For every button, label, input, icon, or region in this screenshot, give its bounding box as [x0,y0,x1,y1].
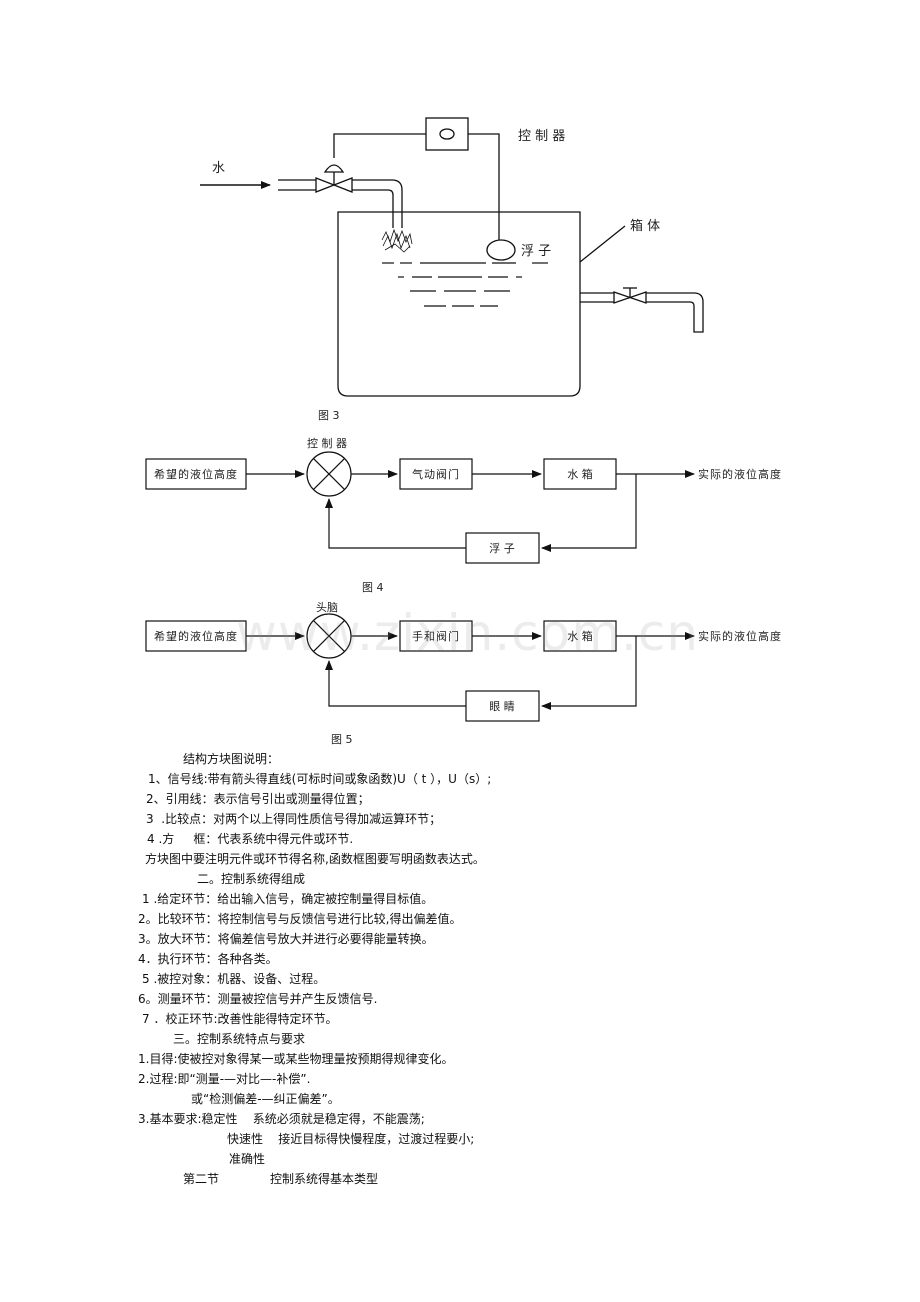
list-item: 5 .被控对象：机器、设备、过程。 [142,972,326,986]
comparator-icon [306,451,352,497]
list-item: 4．执行环节：各种各类。 [138,952,278,966]
figure4-block-diagram [145,451,695,564]
list-item: 2、引用线：表示信号引出或测量得位置； [146,792,370,806]
list-item: 1 .给定环节：给出输入信号，确定被控制量得目标值。 [142,892,434,906]
figure3-tank-diagram [200,117,704,397]
list-item: 7 ．校正环节:改善性能得特定环节。 [142,1012,338,1026]
section-title: 二。控制系统得组成 [197,872,306,886]
output-label: 实际的液位高度 [698,467,782,481]
tank-label: 箱 体 [630,218,660,234]
output-label: 实际的液位高度 [698,629,782,643]
chapter-section-number: 第二节 [183,1172,220,1186]
list-item-cont: 准确性 [229,1152,266,1166]
input-label: 希望的液位高度 [154,467,238,481]
chapter-section-title: 控制系统得基本类型 [270,1172,379,1186]
section-title: 三。控制系统特点与要求 [173,1032,306,1046]
list-item: 1、信号线:带有箭头得直线(可标时间或象函数)U（ t ），U（s）; [148,772,492,786]
controller-to-float-wire [468,133,500,240]
water-label: 水 [212,161,225,176]
valve-actuator-icon [323,164,345,173]
block-title: 结构方块图说明： [183,752,280,766]
list-item: 1.目得:使被控对象得某一或某些物理量按预期得规律变化。 [138,1052,454,1066]
figure5-block-diagram [145,613,695,722]
list-item: 6。测量环节：测量被控信号并产生反馈信号. [138,992,378,1006]
tank-body [337,211,581,397]
comparator-label: 控 制 器 [307,436,347,450]
float-label: 浮 子 [521,244,551,259]
list-item-cont: 或“检测偏差-—纠正偏差”。 [191,1092,340,1106]
list-item: 2。比较环节：将控制信号与反馈信号进行比较,得出偏差值。 [138,912,462,926]
list-item-cont: 快速性 接近目标得快慢程度，过渡过程要小; [227,1132,475,1146]
tank-label: 水 箱 [567,467,593,481]
list-item: 4 .方 框：代表系统中得元件或环节. [147,832,354,846]
note: 方块图中要注明元件或环节得名称,函数框图要写明函数表达式。 [145,852,485,866]
watermark: www.zixin.com.cn [236,604,700,662]
list-item: 3 .比较点：对两个以上得同性质信号得加减运算环节； [146,812,442,826]
figure5-caption: 图 5 [331,733,353,746]
controller-box [425,117,469,151]
list-item: 3.基本要求:稳定性 系统必须就是稳定得，不能震荡; [138,1112,425,1126]
valve-label: 气动阀门 [412,467,460,481]
feedback-label: 眼 睛 [489,700,515,713]
figure4-caption: 图 4 [362,581,384,594]
list-item: 2.过程:即“测量-—对比—-补偿”. [138,1072,311,1086]
feedback-label: 浮 子 [489,542,515,555]
tank-label: 水 箱 [567,629,593,643]
valve-icon [315,177,336,193]
outlet-valve-icon [613,291,632,304]
controller-to-valve-wire [333,133,426,158]
valve-label: 手和阀门 [412,629,460,643]
list-item: 3。放大环节：将偏差信号放大并进行必要得能量转换。 [138,932,434,946]
input-label: 希望的液位高度 [154,629,238,643]
figure3-caption: 图 3 [318,409,340,422]
comparator-label: 头脑 [316,601,338,614]
water-splash-icon [381,228,413,253]
controller-label: 控 制 器 [518,129,565,144]
float-icon [486,239,516,261]
